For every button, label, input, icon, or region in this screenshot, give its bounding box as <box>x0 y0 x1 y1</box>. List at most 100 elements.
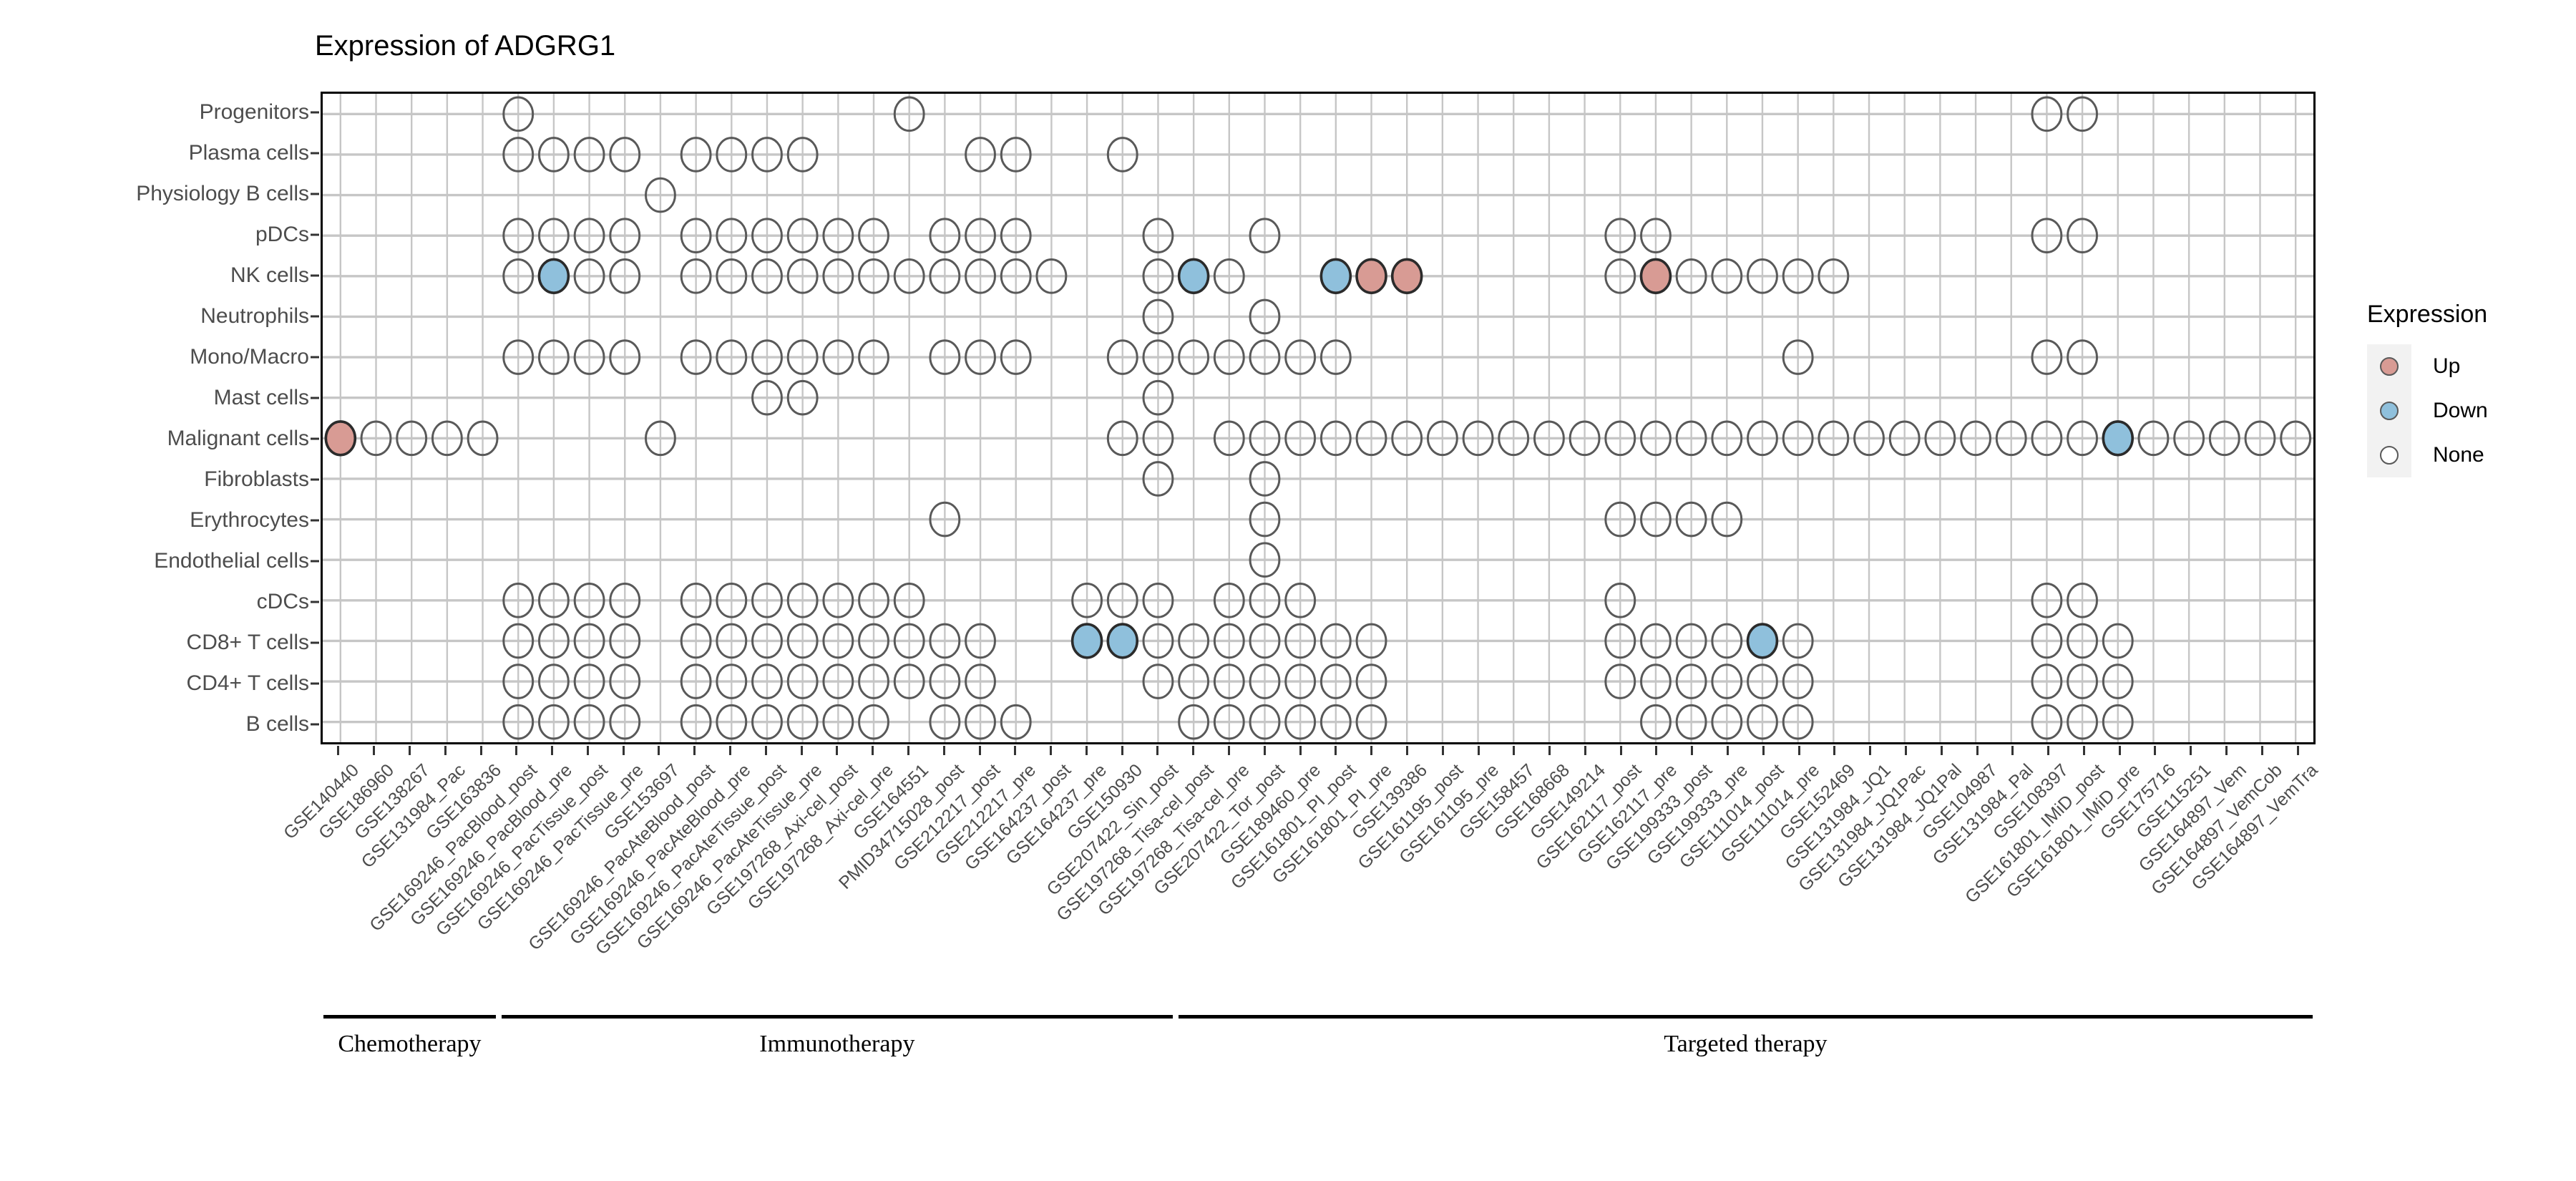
cell-dot <box>1782 704 1814 740</box>
cell-dot <box>680 258 712 294</box>
x-axis-tick <box>1727 746 1729 755</box>
x-axis-tick <box>1121 746 1123 755</box>
y-axis-tick <box>311 560 319 562</box>
cell-dot <box>2031 420 2063 457</box>
cell-dot <box>1639 664 1672 699</box>
cell-dot <box>431 420 463 457</box>
cell-dot <box>502 96 535 132</box>
cell-dot <box>1711 664 1743 699</box>
cell-dot <box>893 664 925 699</box>
cell-dot <box>1604 623 1636 659</box>
cell-dot <box>1498 420 1530 457</box>
x-axis-tick <box>2118 746 2121 755</box>
cell-dot <box>1142 420 1174 457</box>
x-axis-tick <box>622 746 625 755</box>
cell-dot <box>1284 664 1317 699</box>
cell-dot <box>893 623 925 659</box>
cell-dot <box>1178 704 1210 740</box>
cell-dot <box>1142 339 1174 375</box>
y-axis-tick-label: CD4+ T cells <box>186 671 309 695</box>
y-axis-tick <box>311 356 319 358</box>
cell-dot <box>467 420 499 457</box>
cell-dot <box>2031 704 2063 740</box>
cell-dot <box>751 137 783 172</box>
legend-label: None <box>2433 443 2484 467</box>
cell-dot <box>716 218 748 254</box>
x-axis-tick <box>764 746 767 755</box>
legend-item[interactable]: Down <box>2367 389 2567 433</box>
cell-dot <box>1106 582 1138 618</box>
cell-dot <box>822 623 854 659</box>
cell-dot <box>965 339 997 375</box>
cell-dot <box>858 339 889 375</box>
cell-dot <box>1249 339 1281 375</box>
x-axis-tick <box>978 746 981 755</box>
y-axis-tick-label: Mono/Macro <box>190 344 309 369</box>
cell-dot <box>1284 582 1317 618</box>
cell-dot <box>2031 96 2063 132</box>
cell-dot <box>1782 623 1814 659</box>
x-axis-tick <box>1228 746 1231 755</box>
y-axis-tick-label: Progenitors <box>199 99 309 124</box>
x-axis-tick <box>1441 746 1444 755</box>
x-axis-tick <box>1691 746 1694 755</box>
cell-dot <box>1818 258 1850 294</box>
cell-dot <box>1319 420 1352 457</box>
cell-dot <box>1782 339 1814 375</box>
cell-dot <box>1249 664 1281 699</box>
x-axis-tick <box>1513 746 1516 755</box>
x-axis-tick <box>2082 746 2085 755</box>
cell-dot <box>1924 420 1956 457</box>
cell-dot <box>751 582 783 618</box>
cell-dot <box>2137 420 2170 457</box>
cell-dot <box>1355 664 1387 699</box>
y-axis-tick-label: pDCs <box>255 222 309 246</box>
cell-dot <box>502 137 535 172</box>
cell-dot <box>1178 339 1210 375</box>
y-axis-tick <box>311 274 319 276</box>
cell-dot <box>573 704 605 740</box>
cell-dot <box>502 623 535 659</box>
x-axis-tick <box>2190 746 2192 755</box>
cell-dot <box>680 582 712 618</box>
cell-dot <box>609 258 641 294</box>
y-axis-tick-label: NK cells <box>230 263 309 287</box>
cell-dot <box>929 218 961 254</box>
cell-dot <box>1213 623 1245 659</box>
x-axis-tick <box>1192 746 1195 755</box>
legend-dot-icon <box>2380 446 2399 465</box>
x-axis-tick <box>1050 746 1053 755</box>
x-axis-tick <box>2260 746 2263 755</box>
cell-dot <box>1853 420 1885 457</box>
cell-dot <box>1675 420 1707 457</box>
cell-dot <box>716 339 748 375</box>
legend-item[interactable]: Up <box>2367 344 2567 389</box>
x-axis-tick <box>2296 746 2299 755</box>
cell-dot <box>2067 623 2099 659</box>
legend-item[interactable]: None <box>2367 433 2567 477</box>
cell-dot <box>1213 339 1245 375</box>
x-axis-tick <box>2225 746 2228 755</box>
cell-dot <box>537 218 570 254</box>
cell-dot <box>751 623 783 659</box>
cell-dot <box>680 704 712 740</box>
cell-dot <box>537 582 570 618</box>
cell-dot <box>929 501 961 538</box>
cell-dot <box>1319 623 1352 659</box>
cell-dot <box>1675 258 1707 294</box>
cell-dot <box>965 704 997 740</box>
cell-dot <box>1568 420 1601 457</box>
cell-dot <box>1995 420 2027 457</box>
y-axis-tick-label: cDCs <box>256 589 309 613</box>
cell-dot <box>929 339 961 375</box>
cell-dot <box>1711 704 1743 740</box>
cell-dot <box>1249 501 1281 538</box>
cell-dot <box>965 258 997 294</box>
cell-dot <box>1106 623 1139 659</box>
cell-dot <box>1142 298 1174 335</box>
cell-dot <box>786 623 819 659</box>
cell-dot <box>1249 218 1281 254</box>
y-axis-tick-label: B cells <box>245 711 309 736</box>
cell-dot <box>1071 582 1103 618</box>
x-axis-tick <box>1869 746 1872 755</box>
